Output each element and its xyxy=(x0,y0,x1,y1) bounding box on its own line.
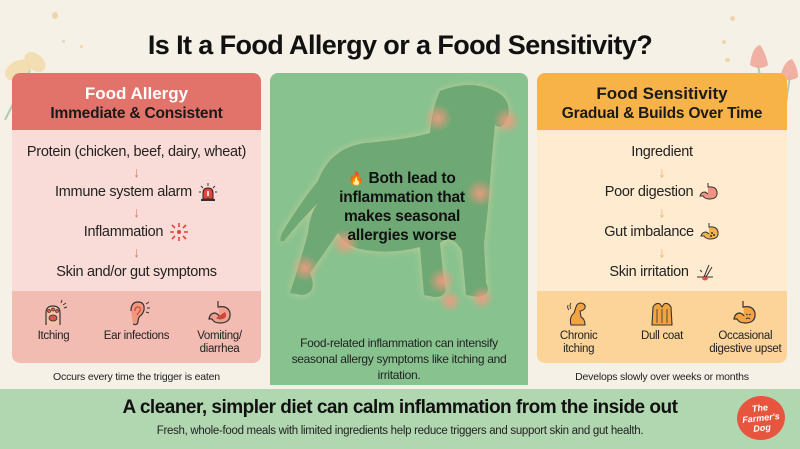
arrow-down-icon: ↓ xyxy=(133,164,140,180)
dull-coat-icon xyxy=(651,302,673,326)
flow-step-label: Protein (chicken, beef, dairy, wheat) xyxy=(26,144,247,160)
decorative-dot xyxy=(62,40,65,43)
food-sensitivity-subtitle: Gradual & Builds Over Time xyxy=(561,105,763,122)
center-body: Food-related inflammation can intensify … xyxy=(291,336,507,382)
symptom-digestive-upset: Occasional digestive upset xyxy=(705,299,785,356)
bottom-banner: A cleaner, simpler diet can calm inflamm… xyxy=(0,389,800,449)
food-allergy-symptoms: Itching Ear infections Vomiting/ diarrhe… xyxy=(12,291,261,363)
hair-follicle-icon xyxy=(696,264,713,281)
symptom-vomiting-diarrhea: Vomiting/ diarrhea xyxy=(180,299,260,356)
banner-subtitle: Fresh, whole-food meals with limited ing… xyxy=(156,425,644,437)
decorative-dot xyxy=(725,58,730,62)
flow-step-label: Inflammation xyxy=(83,224,164,240)
stomach-icon xyxy=(207,301,231,324)
food-allergy-title: Food Allergy xyxy=(84,84,189,103)
center-headline: 🔥 Both lead to inflammation that makes s… xyxy=(322,169,482,245)
alarm-siren-icon xyxy=(198,183,217,201)
flow-step-label: Poor digestion xyxy=(604,184,694,200)
arrow-down-icon: ↓ xyxy=(133,244,140,260)
flow-step: Skin and/or gut symptoms xyxy=(12,262,261,282)
food-sensitivity-symptoms: Chronic itching Dull coat Occasional dig… xyxy=(537,291,787,363)
flow-step-label: Ingredient xyxy=(631,144,693,160)
flow-step-label: Immune system alarm xyxy=(55,184,192,200)
arrow-down-icon: ↓ xyxy=(133,204,140,220)
flow-step-label: Gut imbalance xyxy=(604,224,694,240)
food-allergy-card: Food Allergy Immediate & Consistent Prot… xyxy=(12,73,261,363)
inflammation-burst-icon xyxy=(170,223,189,241)
symptom-label: Chronic itching xyxy=(559,330,598,355)
inflammation-center-card: 🔥 Both lead to inflammation that makes s… xyxy=(270,73,528,385)
paw-itch-icon xyxy=(44,299,67,325)
symptom-ear-infections: Ear infections xyxy=(97,299,177,343)
flow-step: Poor digestion xyxy=(537,182,787,202)
scratching-dog-icon xyxy=(566,302,586,326)
upset-stomach-icon xyxy=(733,301,756,324)
fire-icon: 🔥 xyxy=(348,171,365,186)
food-allergy-flow: Protein (chicken, beef, dairy, wheat) ↓ … xyxy=(12,130,261,282)
flow-step: Immune system alarm xyxy=(12,182,261,202)
flow-step: Protein (chicken, beef, dairy, wheat) xyxy=(12,142,261,162)
symptom-label: Dull coat xyxy=(640,330,683,342)
arrow-down-icon: ↓ xyxy=(658,244,666,260)
symptom-dull-coat: Dull coat xyxy=(622,299,702,343)
decorative-dot xyxy=(52,12,58,19)
center-headline-text: Both lead to inflammation that makes sea… xyxy=(339,170,465,244)
symptom-label: Vomiting/ diarrhea xyxy=(197,330,242,355)
food-sensitivity-note: Develops slowly over weeks or months xyxy=(575,371,749,383)
ear-icon xyxy=(129,301,150,326)
gut-bacteria-icon xyxy=(700,223,719,240)
arrow-down-icon: ↓ xyxy=(658,204,666,220)
page-title: Is It a Food Allergy or a Food Sensitivi… xyxy=(147,30,653,60)
symptom-chronic-itching: Chronic itching xyxy=(539,299,619,356)
flow-step-label: Skin irritation xyxy=(609,264,689,280)
food-allergy-header: Food Allergy Immediate & Consistent xyxy=(12,73,261,130)
food-allergy-note: Occurs every time the trigger is eaten xyxy=(53,371,220,383)
flow-step-label: Skin and/or gut symptoms xyxy=(56,264,217,280)
dog-silhouette-icon xyxy=(280,85,521,313)
symptom-label: Occasional digestive upset xyxy=(709,330,782,355)
symptom-label: Itching xyxy=(37,330,70,342)
food-sensitivity-card: Food Sensitivity Gradual & Builds Over T… xyxy=(537,73,787,363)
banner-title: A cleaner, simpler diet can calm inflamm… xyxy=(122,397,678,418)
symptom-label: Ear infections xyxy=(103,330,170,342)
decorative-dot xyxy=(730,16,735,21)
food-sensitivity-header: Food Sensitivity Gradual & Builds Over T… xyxy=(537,73,787,130)
flow-step: Inflammation xyxy=(12,222,261,242)
flow-step: Ingredient xyxy=(537,142,787,162)
flow-step: Gut imbalance xyxy=(537,222,787,242)
stomach-icon xyxy=(699,183,718,200)
arrow-down-icon: ↓ xyxy=(658,164,666,180)
symptom-itching: Itching xyxy=(14,299,94,343)
decorative-dot xyxy=(722,40,726,44)
food-allergy-subtitle: Immediate & Consistent xyxy=(50,105,223,122)
flow-step: Skin irritation xyxy=(537,262,787,282)
food-sensitivity-flow: Ingredient ↓ Poor digestion ↓ Gut imbala… xyxy=(537,130,787,282)
decorative-dot xyxy=(80,45,83,48)
food-sensitivity-title: Food Sensitivity xyxy=(596,84,728,103)
